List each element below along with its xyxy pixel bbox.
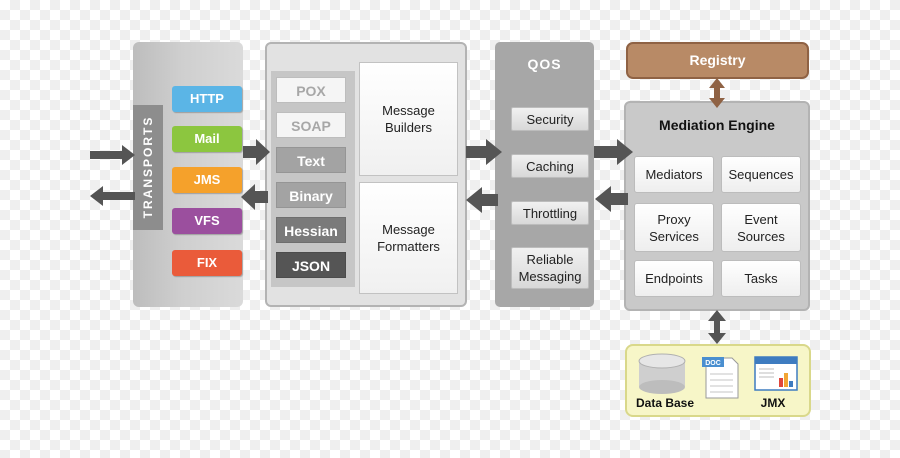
qos-security: Security bbox=[511, 107, 589, 131]
mediation-event-sources: Event Sources bbox=[721, 203, 801, 252]
message-builders-line2: Builders bbox=[385, 120, 432, 135]
mediation-to-qos-arrow bbox=[595, 186, 628, 212]
message-formatters-box: Message Formatters bbox=[359, 182, 458, 294]
qos-reliable-line1: Reliable bbox=[526, 252, 574, 267]
qos-security-label: Security bbox=[526, 111, 574, 127]
mediation-event-line2: Sources bbox=[737, 228, 785, 244]
qos-to-mediation-arrow bbox=[594, 139, 633, 165]
document-icon: DOC bbox=[702, 357, 739, 399]
format-binary: Binary bbox=[276, 182, 346, 208]
jmx-window-icon bbox=[754, 356, 798, 391]
mediation-proxy-services: Proxy Services bbox=[634, 203, 714, 252]
mediation-event-line1: Event bbox=[744, 211, 778, 227]
message-builders-line1: Message bbox=[382, 103, 435, 118]
database-icon bbox=[638, 353, 686, 394]
builders-to-qos-arrow bbox=[466, 139, 502, 165]
qos-throttling-label: Throttling bbox=[522, 205, 578, 221]
mediation-mediators-label: Mediators bbox=[645, 167, 703, 182]
mediation-sequences-label: Sequences bbox=[728, 167, 794, 182]
jmx-label: JMX bbox=[760, 396, 786, 410]
mediation-endpoints-label: Endpoints bbox=[645, 271, 703, 286]
database-label: Data Base bbox=[635, 396, 695, 410]
transport-tab-fix: FIX bbox=[172, 250, 242, 276]
registry-link-arrow bbox=[709, 78, 725, 108]
mediation-engine-title: Mediation Engine bbox=[659, 117, 775, 133]
mediation-proxy-line2: Services bbox=[649, 228, 699, 244]
mediation-sequences: Sequences bbox=[721, 156, 801, 193]
qos-throttling: Throttling bbox=[511, 201, 589, 225]
format-list bbox=[271, 71, 355, 287]
mediation-proxy-line1: Proxy bbox=[657, 211, 691, 227]
message-formatters-line2: Formatters bbox=[377, 239, 440, 254]
qos-title: QOS bbox=[527, 56, 562, 72]
doc-icon-label: DOC bbox=[705, 360, 721, 367]
mediation-endpoints: Endpoints bbox=[634, 260, 714, 297]
transport-tab-vfs: VFS bbox=[172, 208, 242, 234]
format-soap: SOAP bbox=[276, 112, 346, 138]
formatters-to-transport-arrow bbox=[241, 184, 268, 210]
outbound-arrow bbox=[90, 186, 135, 206]
format-hessian: Hessian bbox=[276, 217, 346, 243]
flow-arrows bbox=[90, 139, 633, 213]
registry-box: Registry bbox=[626, 42, 809, 79]
qos-reliable-line2: Messaging bbox=[518, 269, 582, 284]
qos-caching: Caching bbox=[511, 154, 589, 178]
qos-caching-label: Caching bbox=[526, 158, 574, 174]
transport-tab-jms: JMS bbox=[172, 167, 242, 193]
message-builders-box: Message Builders bbox=[359, 62, 458, 176]
transport-tab-http: HTTP bbox=[172, 86, 242, 112]
transport-tab-mail: Mail bbox=[172, 126, 242, 152]
mediation-tasks: Tasks bbox=[721, 260, 801, 297]
storage-link-arrow bbox=[708, 310, 726, 344]
transport-to-builders-arrow bbox=[243, 139, 270, 165]
qos-to-formatters-arrow bbox=[466, 187, 498, 213]
mediation-tasks-label: Tasks bbox=[744, 271, 778, 286]
mediation-mediators: Mediators bbox=[634, 156, 714, 193]
format-json: JSON bbox=[276, 252, 346, 278]
format-pox: POX bbox=[276, 77, 346, 103]
inbound-arrow bbox=[90, 145, 135, 165]
qos-reliable-messaging: Reliable Messaging bbox=[511, 247, 589, 289]
format-text: Text bbox=[276, 147, 346, 173]
message-formatters-line1: Message bbox=[382, 222, 435, 237]
transports-label-strip bbox=[133, 105, 163, 230]
